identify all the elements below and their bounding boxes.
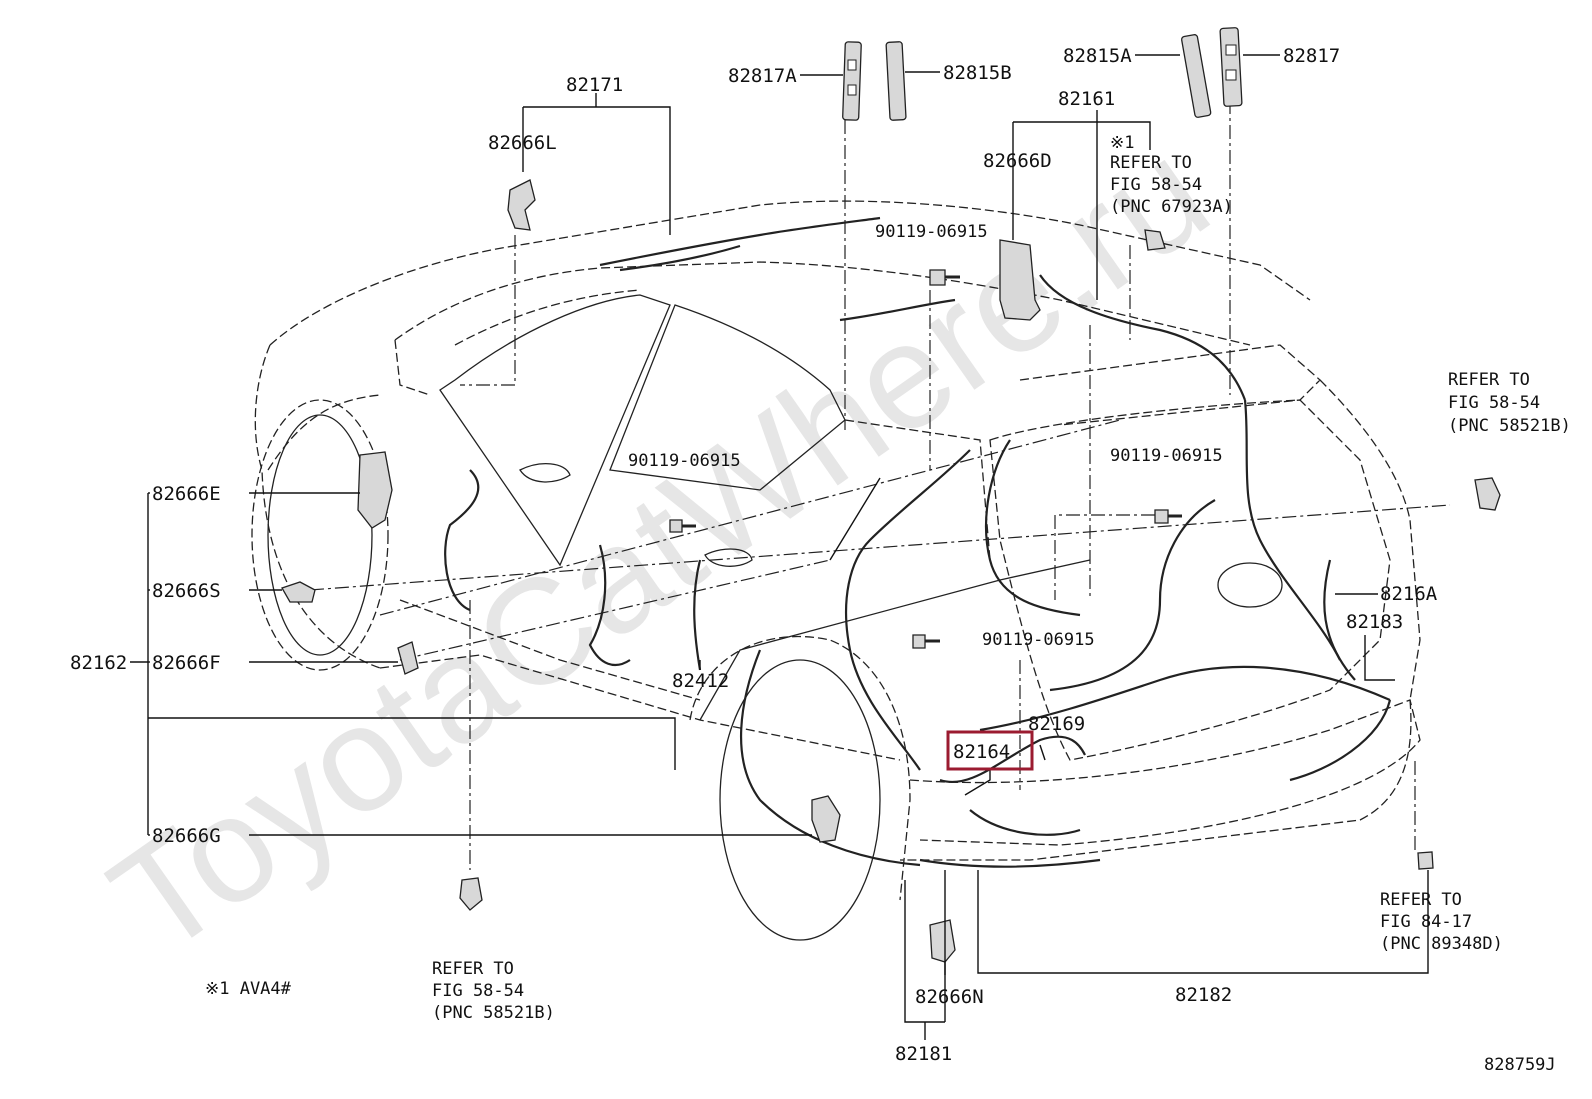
label-82666F: 82666F [152,652,221,674]
ref-bottom-line2: FIG 58-54 [432,981,524,1001]
label-bolt-right: 90119-06915 [1110,446,1223,466]
note1-line1: REFER TO [1110,153,1192,173]
label-bolt-top: 90119-06915 [875,222,988,242]
label-82169: 82169 [1028,713,1085,735]
label-82181: 82181 [895,1043,952,1065]
front-wheel [251,399,389,671]
label-82183: 82183 [1346,611,1403,633]
ref-bottom-line1: REFER TO [432,959,514,979]
part-82815B-icon [885,41,907,121]
label-82666D: 82666D [983,150,1052,172]
reference-lines [309,100,1451,870]
label-82817: 82817 [1283,45,1340,67]
part-82666N-icon [929,919,956,963]
part-82666S-icon [281,581,316,603]
label-8216A: 8216A [1380,583,1438,605]
ref-right2-line3: (PNC 89348D) [1380,934,1503,954]
figure-code: 828759J [1484,1055,1556,1075]
label-82171: 82171 [566,74,623,96]
label-82666L: 82666L [488,132,557,154]
watermark: ToyotaCatWhere.ru [82,107,1237,986]
label-82666G: 82666G [152,825,221,847]
label-82666N: 82666N [915,986,984,1008]
part-58521B-right-icon [1474,477,1501,511]
part-82666G-icon [811,795,841,843]
label-82412: 82412 [672,670,729,692]
note1-line3: (PNC 67923A) [1110,197,1233,217]
part-82817-icon [1219,27,1243,107]
label-82161: 82161 [1058,88,1115,110]
bolt-icon [669,519,696,533]
part-82666D-icon [999,239,1041,321]
label-82666S: 82666S [152,580,221,602]
part-82817A-icon [842,41,862,121]
part-82666L-icon [507,179,536,231]
vehicle-body-outline [254,200,1421,861]
label-bolt-lower: 90119-06915 [982,630,1095,650]
part-82815A-icon [1181,34,1212,118]
label-82815B: 82815B [943,62,1012,84]
label-82182: 82182 [1175,984,1232,1006]
label-82164: 82164 [953,741,1010,763]
parts [281,27,1501,963]
part-82666E-icon [357,451,393,529]
part-labels: 82171 82666L 82817A 82815B 82815A 82817 … [70,45,1571,1075]
part-58521B-bottom-icon [459,877,483,911]
part-82666F-icon [397,641,419,675]
ref-right2-line2: FIG 84-17 [1380,912,1472,932]
label-bolt-center: 90119-06915 [628,451,741,471]
harness-routes [444,216,1392,868]
ref-right-line3: (PNC 58521B) [1448,416,1571,436]
part-89348D-icon [1417,851,1434,870]
bolt-icon [1154,509,1182,524]
ref-bottom-line3: (PNC 58521B) [432,1003,555,1023]
label-82815A: 82815A [1063,45,1132,67]
part-67923A-icon [1144,229,1166,251]
ref-right-line1: REFER TO [1448,370,1530,390]
ref-right2-line1: REFER TO [1380,890,1462,910]
bolt-icon [929,269,960,286]
leader-lines [130,54,1429,1040]
rear-wheel [689,635,911,941]
highlight-box [946,730,1034,771]
note1-mark: ※1 [1110,133,1134,153]
label-82666E: 82666E [152,483,221,505]
bolt-icon [912,634,940,649]
ref-right-line2: FIG 58-54 [1448,393,1540,413]
note1-line2: FIG 58-54 [1110,175,1202,195]
label-82817A: 82817A [728,65,797,87]
label-82162: 82162 [70,652,127,674]
footnote: ※1 AVA4# [205,979,292,999]
